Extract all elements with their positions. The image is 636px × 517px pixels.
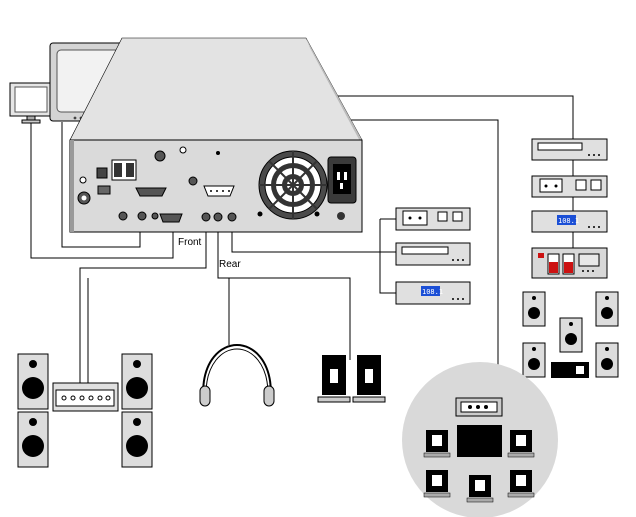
amplifier-icon — [531, 247, 608, 279]
power-socket-icon — [327, 156, 357, 220]
stereo-component-icon — [531, 138, 608, 161]
speaker-icon — [595, 291, 619, 327]
svg-text:108.1: 108.1 — [558, 217, 579, 225]
speaker-icon — [466, 475, 494, 503]
speaker-icon — [522, 342, 546, 378]
stereo-component-icon — [395, 207, 471, 231]
stereo-component-icon — [531, 175, 608, 198]
fan-icon — [258, 150, 328, 220]
speaker-icon — [522, 291, 546, 327]
tv-screen — [457, 425, 502, 457]
speaker-icon — [559, 317, 583, 353]
wire-rear-outputs — [79, 222, 207, 383]
speaker-icon — [507, 430, 535, 458]
wire-component-vertical — [379, 219, 396, 294]
stereo-component-icon — [395, 242, 471, 266]
wire-speaker-bus — [217, 222, 351, 360]
av-receiver — [455, 397, 503, 417]
surround-speaker-set — [522, 291, 619, 378]
speaker-icon — [352, 355, 386, 403]
speaker-icon — [423, 470, 451, 498]
wire-small-monitor — [30, 122, 174, 259]
speaker-icon — [17, 411, 49, 468]
speaker-icon — [595, 342, 619, 378]
speaker-icon — [121, 411, 153, 468]
speaker-icon — [507, 470, 535, 498]
speaker-icon — [121, 353, 153, 410]
component-cluster: 108.1 — [395, 207, 471, 305]
speaker-icon — [17, 353, 49, 410]
headphones-icon — [199, 343, 275, 407]
computer-rear-panel — [69, 37, 363, 233]
subwoofer-icon — [551, 362, 589, 378]
rear-label: Rear — [219, 259, 241, 270]
speaker-icon — [423, 430, 451, 458]
wire-large-monitor — [61, 122, 141, 248]
tower-speakers — [317, 355, 386, 403]
home-theater-icon — [402, 362, 558, 517]
small-monitor-icon — [9, 82, 53, 124]
left-speaker-system — [17, 353, 153, 468]
stereo-component-icon: 108.1 — [395, 281, 471, 305]
component-stack: 108.1 — [531, 138, 608, 279]
svg-text:108.1: 108.1 — [422, 288, 443, 296]
rear-io-ports — [77, 146, 320, 223]
speaker-icon — [317, 355, 351, 403]
amplifier-icon — [52, 382, 119, 412]
front-label: Front — [178, 237, 202, 248]
stereo-component-icon: 108.1 — [531, 210, 608, 233]
